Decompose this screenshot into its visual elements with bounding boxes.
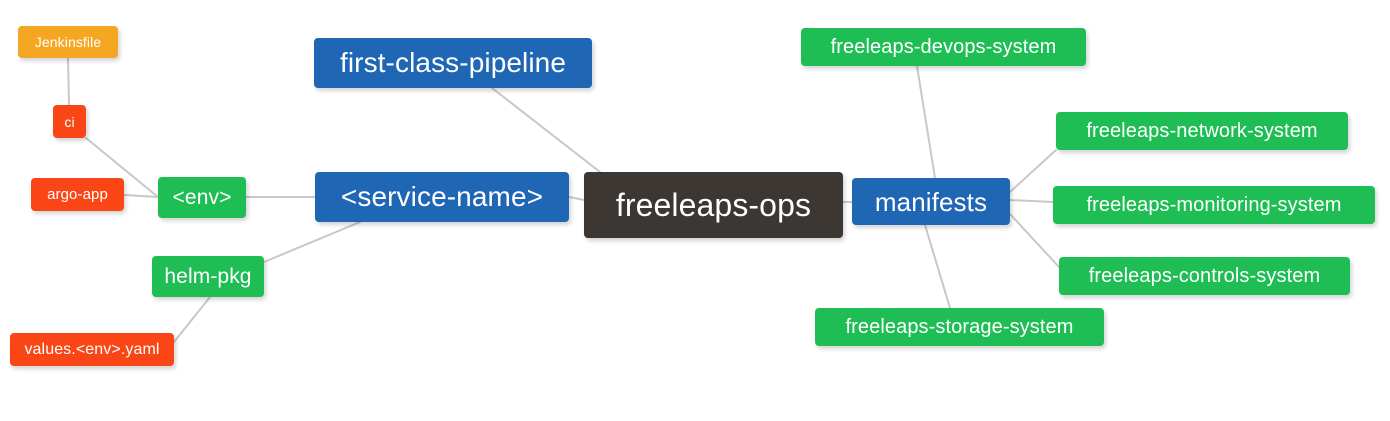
edge-helm-pkg-to-service-name (263, 221, 361, 263)
edge-freeleaps-monitoring-system-to-manifests (1009, 199, 1054, 203)
edge-values-yaml-to-helm-pkg (173, 296, 211, 343)
edge-freeleaps-storage-system-to-manifests (924, 224, 951, 309)
node-label-freeleaps-storage-system: freeleaps-storage-system (845, 316, 1074, 338)
edge-argo-app-to-env (123, 194, 159, 198)
node-label-ci: ci (64, 113, 75, 130)
node-label-freeleaps-ops: freeleaps-ops (615, 187, 812, 223)
edge-jenkinsfile-to-ci (67, 57, 70, 106)
node-label-first-class-pipeline: first-class-pipeline (339, 47, 567, 78)
node-label-argo-app: argo-app (47, 186, 108, 203)
node-label-manifests: manifests (874, 186, 988, 217)
node-freeleaps-network-system[interactable]: freeleaps-network-system (1056, 112, 1348, 150)
node-freeleaps-devops-system[interactable]: freeleaps-devops-system (801, 28, 1086, 66)
edge-freeleaps-controls-system-to-manifests (1009, 213, 1060, 268)
node-label-freeleaps-network-system: freeleaps-network-system (1086, 120, 1318, 142)
node-values-yaml[interactable]: values.<env>.yaml (10, 333, 174, 366)
node-label-freeleaps-controls-system: freeleaps-controls-system (1088, 265, 1321, 287)
edge-freeleaps-devops-system-to-manifests (916, 65, 936, 179)
node-ci[interactable]: ci (53, 105, 86, 138)
edge-freeleaps-network-system-to-manifests (1009, 149, 1057, 193)
node-label-service-name: <service-name> (340, 181, 544, 212)
node-first-class-pipeline[interactable]: first-class-pipeline (314, 38, 592, 88)
node-helm-pkg[interactable]: helm-pkg (152, 256, 264, 297)
node-freeleaps-monitoring-system[interactable]: freeleaps-monitoring-system (1053, 186, 1375, 224)
node-freeleaps-storage-system[interactable]: freeleaps-storage-system (815, 308, 1104, 346)
node-argo-app[interactable]: argo-app (31, 178, 124, 211)
node-service-name[interactable]: <service-name> (315, 172, 569, 222)
node-env[interactable]: <env> (158, 177, 246, 218)
node-label-freeleaps-monitoring-system: freeleaps-monitoring-system (1086, 194, 1342, 216)
node-freeleaps-ops[interactable]: freeleaps-ops (584, 172, 843, 238)
node-label-freeleaps-devops-system: freeleaps-devops-system (830, 36, 1057, 58)
node-label-helm-pkg: helm-pkg (164, 265, 252, 288)
edge-service-name-to-freeleaps-ops (568, 196, 585, 201)
node-freeleaps-controls-system[interactable]: freeleaps-controls-system (1059, 257, 1350, 295)
node-manifests[interactable]: manifests (852, 178, 1010, 225)
node-label-jenkinsfile: Jenkinsfile (34, 34, 102, 50)
node-label-values-yaml: values.<env>.yaml (24, 340, 160, 358)
node-jenkinsfile[interactable]: Jenkinsfile (18, 26, 118, 58)
edge-first-class-pipeline-to-freeleaps-ops (491, 87, 601, 173)
node-label-env: <env> (172, 186, 232, 209)
